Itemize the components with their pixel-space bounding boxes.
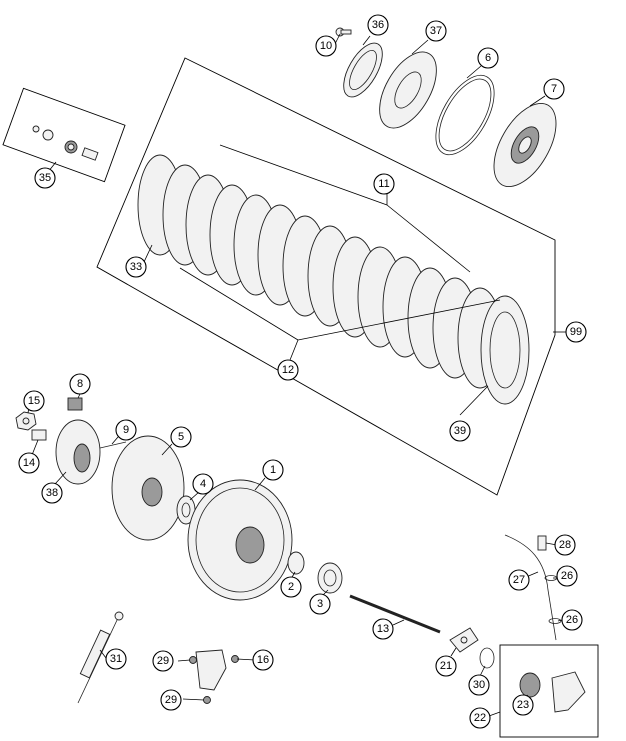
clutch-basket-part xyxy=(111,435,185,541)
callout-label: 28 xyxy=(559,539,571,551)
callout-label: 4 xyxy=(200,478,206,490)
callout-26-bottom: 26 xyxy=(561,609,583,631)
callout-label: 3 xyxy=(317,598,323,610)
callout-28: 28 xyxy=(554,534,576,556)
callout-9: 9 xyxy=(115,419,137,441)
callout-3: 3 xyxy=(309,593,331,615)
push-rod-part xyxy=(349,594,441,634)
nut-washer-parts xyxy=(15,411,47,441)
callout-37: 37 xyxy=(425,20,447,42)
callout-label: 99 xyxy=(570,326,582,338)
callout-label: 11 xyxy=(378,178,389,190)
callout-22: 22 xyxy=(469,707,491,729)
callout-38: 38 xyxy=(41,482,63,504)
callout-label: 26 xyxy=(561,570,573,582)
callout-label: 6 xyxy=(485,52,491,64)
callout-33: 33 xyxy=(125,256,147,278)
callout-label: 39 xyxy=(454,425,466,437)
callout-1: 1 xyxy=(262,459,284,481)
callout-2: 2 xyxy=(280,576,302,598)
callout-label: 22 xyxy=(474,712,486,724)
callout-label: 10 xyxy=(320,40,332,52)
callout-label: 12 xyxy=(282,364,294,376)
pressure-plate-part xyxy=(493,102,557,188)
primary-gear-part xyxy=(187,479,293,601)
callout-label: 38 xyxy=(46,487,58,499)
pin-part xyxy=(99,441,127,449)
callout-27: 27 xyxy=(508,569,530,591)
callout-15: 15 xyxy=(23,390,45,412)
screw-part xyxy=(335,27,352,37)
callout-30: 30 xyxy=(468,674,490,696)
callout-label: 26 xyxy=(566,614,578,626)
callout-label: 5 xyxy=(178,431,184,443)
damper-part xyxy=(67,397,83,411)
callout-13: 13 xyxy=(372,618,394,640)
callout-7: 7 xyxy=(543,78,565,100)
callout-label: 29 xyxy=(165,694,177,706)
callout-label: 8 xyxy=(77,378,83,390)
kit-35-frame xyxy=(2,87,126,183)
callout-29-bottom: 29 xyxy=(160,689,182,711)
pressure-washer-part xyxy=(379,51,437,129)
callout-label: 36 xyxy=(372,19,384,31)
callout-16: 16 xyxy=(252,649,274,671)
thrust-bearing-part xyxy=(343,42,383,98)
callout-label: 15 xyxy=(28,395,40,407)
callout-5: 5 xyxy=(170,426,192,448)
callout-4: 4 xyxy=(192,473,214,495)
slave-cylinder-flange-part xyxy=(449,627,479,653)
callout-label: 21 xyxy=(440,660,452,672)
slave-cylinder-part xyxy=(519,671,586,713)
callout-label: 23 xyxy=(517,699,529,711)
callout-26-top: 26 xyxy=(556,565,578,587)
callout-label: 2 xyxy=(288,581,294,593)
bushing-part xyxy=(317,562,343,594)
callout-label: 9 xyxy=(123,424,129,436)
callout-8: 8 xyxy=(69,373,91,395)
inner-hub-part xyxy=(55,419,101,485)
callout-label: 16 xyxy=(257,654,269,666)
kit-22-frame xyxy=(499,644,599,738)
callout-label: 31 xyxy=(110,653,122,665)
callout-label: 14 xyxy=(23,457,35,469)
callout-11: 11 xyxy=(373,173,395,195)
callout-label: 33 xyxy=(130,261,142,273)
o-ring-part xyxy=(479,647,495,669)
callout-39: 39 xyxy=(449,420,471,442)
callout-36: 36 xyxy=(367,14,389,36)
callout-label: 29 xyxy=(157,655,169,667)
callout-29-top: 29 xyxy=(152,650,174,672)
callout-99: 99 xyxy=(565,321,587,343)
release-lever-part xyxy=(189,649,239,704)
callout-6: 6 xyxy=(477,47,499,69)
callout-label: 30 xyxy=(473,679,485,691)
callout-label: 35 xyxy=(39,172,51,184)
callout-label: 37 xyxy=(430,25,442,37)
callout-label: 13 xyxy=(377,623,389,635)
clutch-discs xyxy=(137,154,530,405)
callout-35: 35 xyxy=(34,167,56,189)
callout-23: 23 xyxy=(512,694,534,716)
needle-bearing-part xyxy=(287,551,305,575)
bleed-syringe-part xyxy=(77,611,124,704)
callout-31: 31 xyxy=(105,648,127,670)
callout-label: 7 xyxy=(551,83,557,95)
callout-21: 21 xyxy=(435,655,457,677)
callout-12: 12 xyxy=(277,359,299,381)
callout-label: 27 xyxy=(513,574,525,586)
wire-ring-part xyxy=(435,74,495,156)
clutch-pack-frame xyxy=(96,57,556,496)
callout-14: 14 xyxy=(18,452,40,474)
callout-label: 1 xyxy=(270,464,276,476)
callout-10: 10 xyxy=(315,35,337,57)
kit-35-parts xyxy=(32,125,99,161)
